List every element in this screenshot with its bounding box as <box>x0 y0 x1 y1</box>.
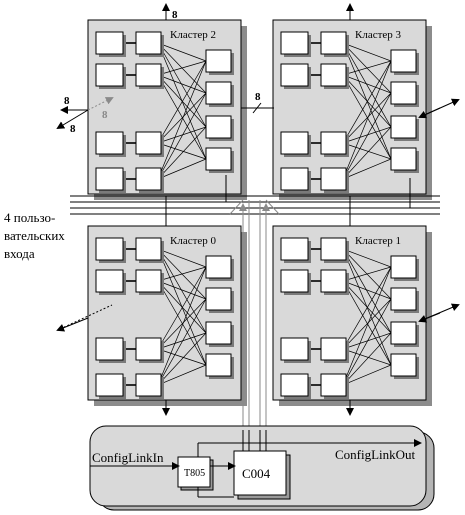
t805-label: T805 <box>184 468 205 479</box>
cluster-1-label: Кластер 1 <box>355 235 401 247</box>
cluster-3-node-b0 <box>320 31 347 55</box>
cluster-3-node-c1 <box>390 81 417 105</box>
horizontal-bus <box>70 175 440 226</box>
cluster-2-3-link <box>241 102 274 114</box>
config-link-out-label: ConfigLinkOut <box>335 447 416 462</box>
cluster-1-node-a0 <box>280 237 309 261</box>
cluster-2-node-b3 <box>135 167 162 191</box>
cluster-0-node-c1 <box>205 287 232 311</box>
user-inputs-line-2: вательских <box>4 228 65 243</box>
cluster-1-node-a3 <box>280 373 309 397</box>
cluster-1-node-c2 <box>390 321 417 345</box>
cluster-3-node-a3 <box>280 167 309 191</box>
cluster-0-node-b1 <box>135 269 162 293</box>
cluster-0-node-c3 <box>205 353 232 377</box>
cluster-1-node-b3 <box>320 373 347 397</box>
cluster-2-wiring <box>123 42 207 180</box>
cluster-1-node-c3 <box>390 353 417 377</box>
cluster-0 <box>87 225 247 406</box>
cluster-3-node-c3 <box>390 147 417 171</box>
cluster-0-node-a0 <box>95 237 124 261</box>
cluster-2 <box>87 19 247 200</box>
cluster-1-node-b2 <box>320 337 347 361</box>
cluster-1-node-a1 <box>280 269 309 293</box>
cluster-2-node-a0 <box>95 31 124 55</box>
cluster-3-node-b2 <box>320 131 347 155</box>
cluster-0-node-b2 <box>135 337 162 361</box>
c004-chip <box>233 450 291 500</box>
user-inputs-line-1: 4 пользо- <box>4 210 55 225</box>
cluster-2-node-a3 <box>95 167 124 191</box>
user-inputs-line-3: входа <box>4 246 35 261</box>
cluster-1-node-b0 <box>320 237 347 261</box>
cluster-3-wiring <box>308 42 392 180</box>
cluster-1-node-a2 <box>280 337 309 361</box>
cluster-2-node-a1 <box>95 63 124 87</box>
cluster-2-node-b2 <box>135 131 162 155</box>
cluster-0-node-a1 <box>95 269 124 293</box>
right-side-links <box>418 98 460 323</box>
cluster-0-node-a2 <box>95 337 124 361</box>
cluster-2-node-c1 <box>205 81 232 105</box>
cluster-0-node-c2 <box>205 321 232 345</box>
cluster-2-node-b0 <box>135 31 162 55</box>
cluster-3 <box>272 19 432 200</box>
cluster-0-wiring <box>123 248 207 386</box>
config-link-in-label: ConfigLinkIn <box>92 450 164 465</box>
cluster-0-node-a3 <box>95 373 124 397</box>
cluster-0-node-c0 <box>205 255 232 279</box>
t805-chip <box>177 456 214 491</box>
left-side-links <box>56 97 114 332</box>
config-grey-links <box>229 199 280 430</box>
top-link-width-label: 8 <box>172 9 178 21</box>
cluster-0-label: Кластер 0 <box>170 235 217 247</box>
cluster-2-node-a2 <box>95 131 124 155</box>
cluster-1-node-b1 <box>320 269 347 293</box>
cluster-3-node-a2 <box>280 131 309 155</box>
cluster-3-node-c0 <box>390 49 417 73</box>
cluster-1-wiring <box>308 248 392 386</box>
cluster-2-node-c2 <box>205 115 232 139</box>
cluster-3-node-b3 <box>320 167 347 191</box>
cluster-3-node-b1 <box>320 63 347 87</box>
cluster-2-node-c0 <box>205 49 232 73</box>
cluster-3-label: Кластер 3 <box>355 29 402 41</box>
cluster-0-node-b0 <box>135 237 162 261</box>
top-output-arrows <box>162 3 354 20</box>
c004-label: C004 <box>242 466 271 481</box>
left-link-width-label-b: 8 <box>70 123 76 135</box>
left-link-width-label-c: 8 <box>102 109 108 121</box>
left-link-width-label-a: 8 <box>64 95 70 107</box>
bottom-output-arrows <box>162 400 354 416</box>
cluster-3-node-a0 <box>280 31 309 55</box>
cluster-1-node-c1 <box>390 287 417 311</box>
cluster-2-node-c3 <box>205 147 232 171</box>
config-link-wires <box>90 430 422 498</box>
cluster-2-node-b1 <box>135 63 162 87</box>
cluster-0-node-b3 <box>135 373 162 397</box>
cluster-1-node-c0 <box>390 255 417 279</box>
mid-link-width-label: 8 <box>255 91 261 103</box>
cluster-3-node-c2 <box>390 115 417 139</box>
cluster-2-label: Кластер 2 <box>170 29 216 41</box>
cluster-1 <box>272 225 432 406</box>
cluster-3-node-a1 <box>280 63 309 87</box>
